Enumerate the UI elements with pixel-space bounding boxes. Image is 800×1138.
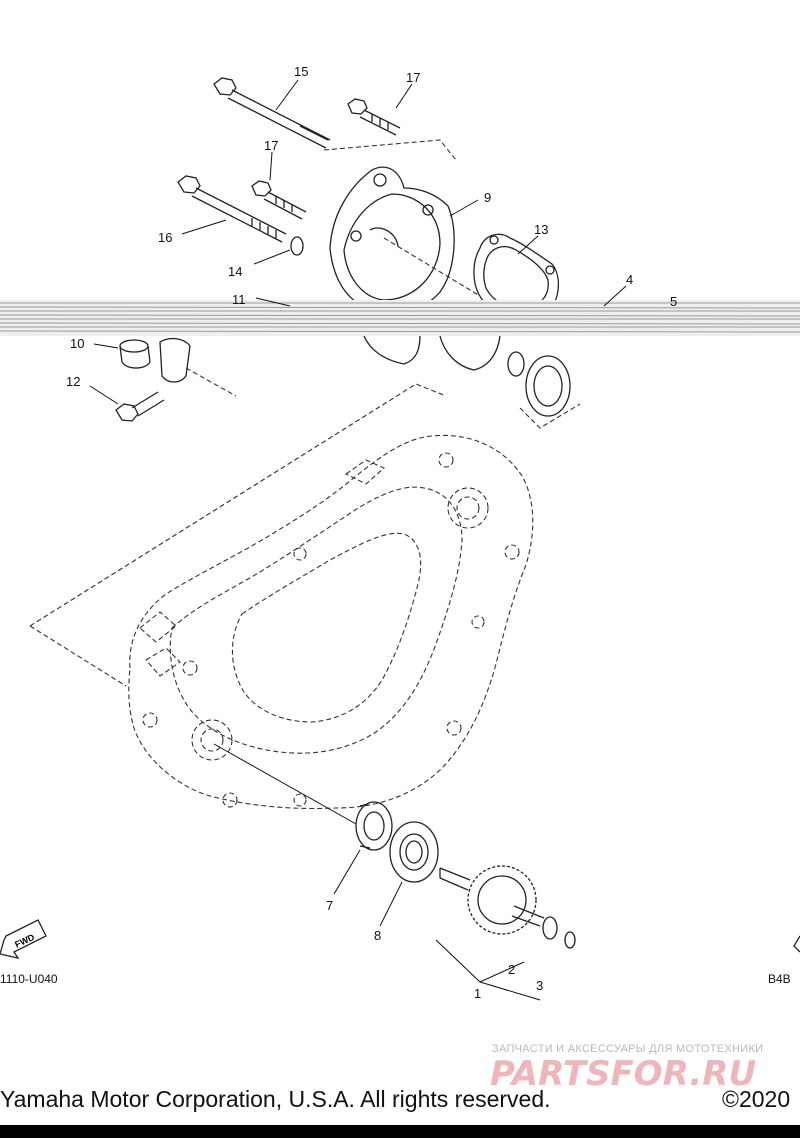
right-edge-arrow-icon bbox=[793, 935, 800, 953]
callout-17a: 17 bbox=[406, 70, 420, 85]
callout-8: 8 bbox=[374, 928, 381, 943]
callout-10: 10 bbox=[70, 336, 84, 351]
impeller-shaft-1[interactable] bbox=[439, 865, 545, 935]
callout-11: 11 bbox=[232, 292, 246, 307]
bolt-17-top[interactable] bbox=[347, 98, 401, 136]
callout-4: 4 bbox=[626, 272, 633, 287]
scan-noise-lines bbox=[0, 302, 800, 333]
watermark-logo: PARTSFOR.RU bbox=[490, 1054, 757, 1094]
collar-10[interactable] bbox=[119, 339, 151, 369]
callout-12: 12 bbox=[66, 374, 80, 389]
callout-16: 16 bbox=[158, 230, 172, 245]
circlip-3[interactable] bbox=[564, 931, 576, 949]
callout-labels: 1 2 3 4 5 7 8 9 10 11 12 13 14 15 16 17 … bbox=[66, 64, 677, 1001]
callout-9: 9 bbox=[484, 190, 491, 205]
bolt-17-mid[interactable] bbox=[251, 180, 307, 220]
bottom-scan-edge bbox=[0, 1125, 800, 1138]
bolt-12[interactable] bbox=[115, 391, 165, 422]
pump-housing-lower[interactable] bbox=[363, 335, 501, 371]
bearing-7[interactable] bbox=[355, 801, 393, 851]
bracket-11[interactable] bbox=[159, 337, 191, 383]
callout-13: 13 bbox=[534, 222, 548, 237]
callout-15: 15 bbox=[294, 64, 308, 79]
watermark-tagline: ЗАПЧАСТИ И АКСЕССУАРЫ ДЛЯ МОТОТЕХНИКИ bbox=[492, 1043, 764, 1055]
scan-noise-band bbox=[0, 300, 800, 336]
fwd-arrow: FWD bbox=[0, 919, 47, 959]
bolt-16[interactable] bbox=[177, 175, 287, 243]
callout-leaders bbox=[89, 79, 627, 927]
callout-3: 3 bbox=[536, 978, 543, 993]
figure-code-right: B4B bbox=[768, 972, 791, 986]
callout-5: 5 bbox=[670, 294, 677, 309]
bolt-15[interactable] bbox=[213, 77, 331, 149]
callout-14: 14 bbox=[228, 264, 242, 279]
callout-7: 7 bbox=[326, 898, 333, 913]
copyright-text: Yamaha Motor Corporation, U.S.A. All rig… bbox=[0, 1086, 551, 1112]
callout-1: 1 bbox=[474, 986, 481, 1001]
copyright-year: ©2020 bbox=[722, 1086, 791, 1112]
pump-cover-9[interactable] bbox=[329, 166, 455, 313]
gasket-13[interactable] bbox=[473, 233, 559, 319]
figure-code-left: 1110-U040 bbox=[0, 972, 58, 986]
assembly-frame bbox=[29, 383, 447, 687]
washer-14[interactable] bbox=[290, 236, 304, 256]
crankcase-cover[interactable] bbox=[128, 434, 534, 810]
bearing-8[interactable] bbox=[389, 821, 439, 883]
washer-4[interactable] bbox=[507, 351, 525, 377]
oil-seal-5[interactable] bbox=[525, 355, 571, 417]
washer-2[interactable] bbox=[542, 916, 558, 940]
callout-17b: 17 bbox=[264, 138, 278, 153]
callout-2: 2 bbox=[508, 962, 515, 977]
